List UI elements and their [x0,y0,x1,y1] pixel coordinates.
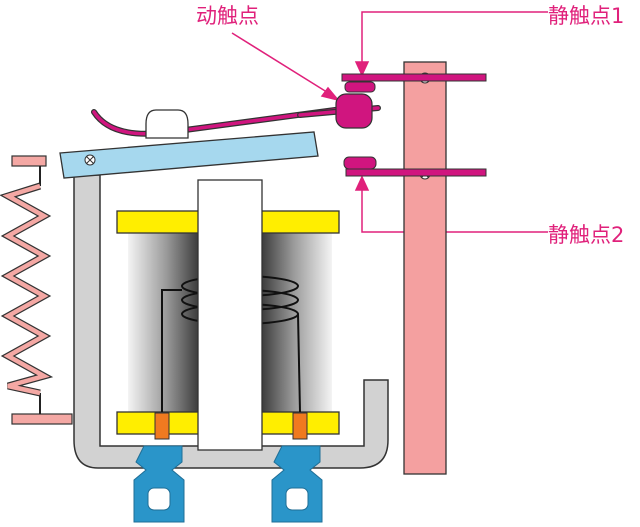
coil-lead-left [154,412,170,440]
static-contact-2 [343,156,487,177]
label-moving-contact: 动触点 [196,4,259,28]
coil-terminal-left [133,445,185,523]
label-static-contact-1: 静触点1 [548,4,625,28]
yoke [73,174,389,469]
pointer-lines [231,11,548,233]
return-spring [0,155,73,425]
iron-core [197,179,263,451]
moving-armature [59,93,381,179]
contact-post [403,61,447,475]
coil-lead-right [292,412,308,440]
label-static-contact-2: 静触点2 [548,223,625,247]
static-contact-1 [341,73,487,93]
coil-terminal-right [271,445,323,523]
